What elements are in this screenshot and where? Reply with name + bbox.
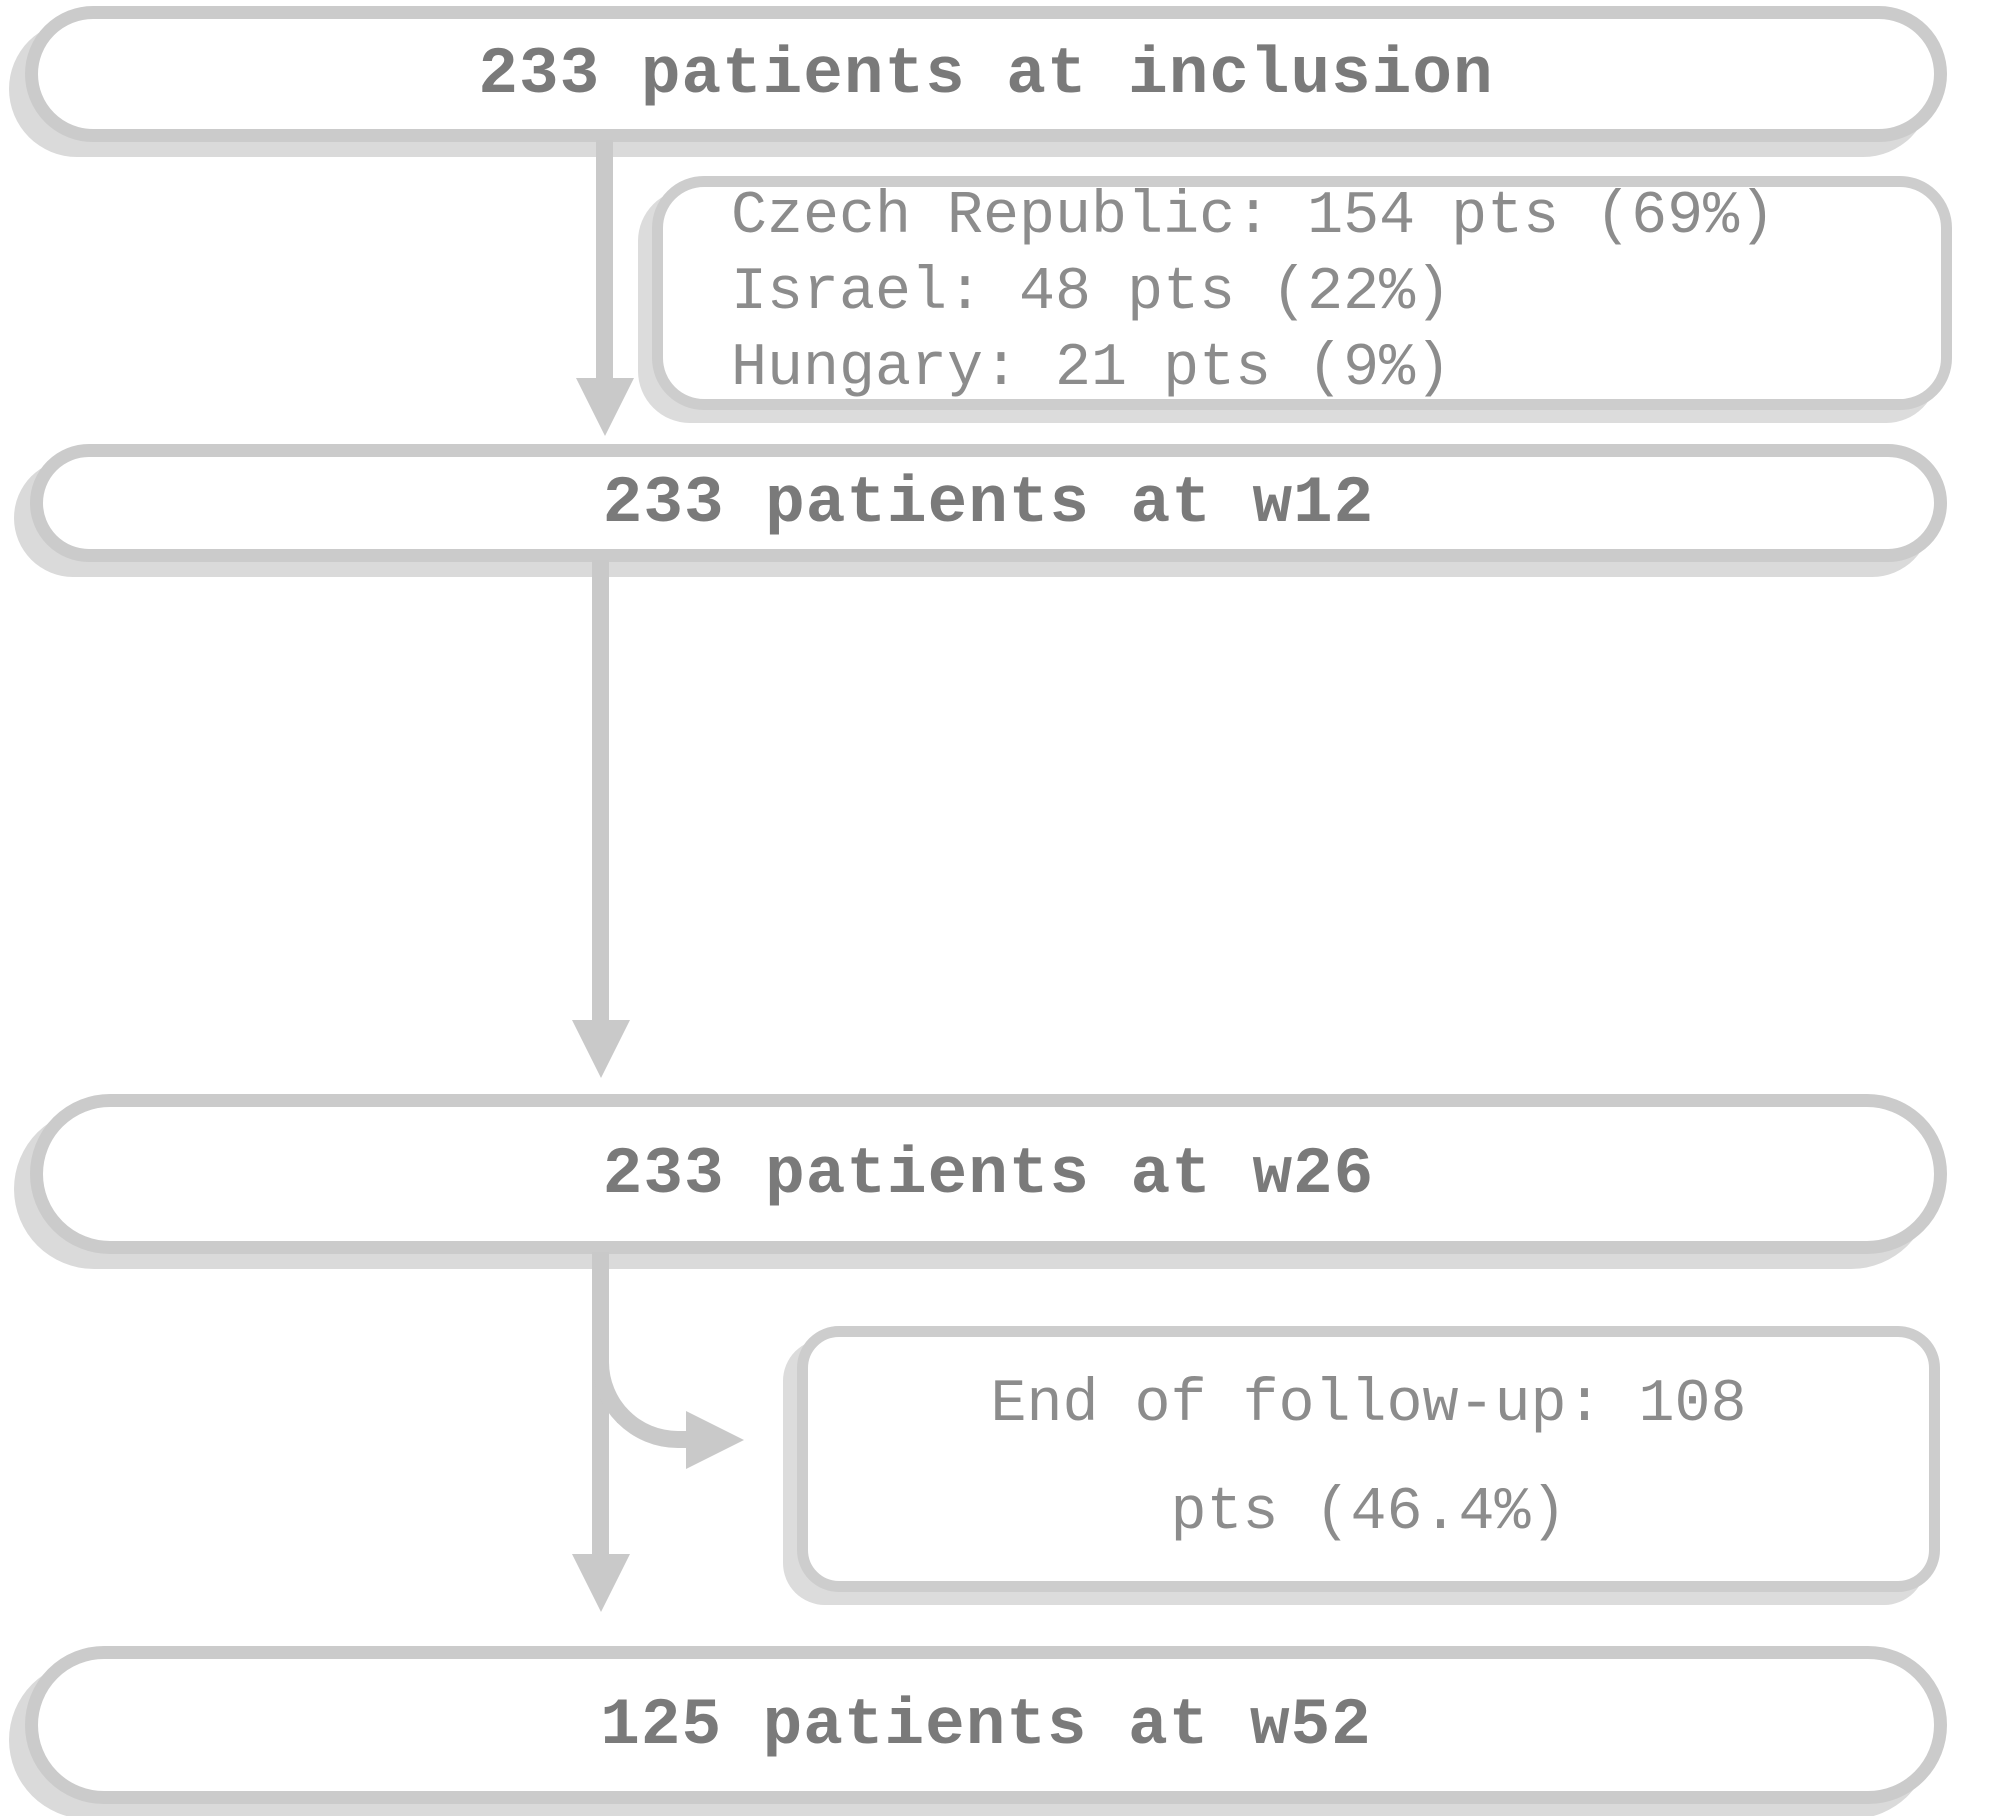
flow-box-inclusion: 233 patients at inclusion	[25, 6, 1947, 142]
flow-box-w26: 233 patients at w26	[30, 1094, 1947, 1254]
arrow-inclusion-to-w12-shaft	[596, 140, 613, 378]
annotation-country-czech: Czech Republic: 154 pts (69%)	[731, 183, 1776, 251]
annotation-box-countries: Czech Republic: 154 pts (69%) Israel: 48…	[652, 176, 1952, 410]
annotation-followup-line2: pts (46.4%)	[1170, 1479, 1567, 1547]
annotation-country-hungary: Hungary: 21 pts (9%)	[731, 335, 1452, 403]
arrow-inclusion-to-w12-head-icon	[576, 378, 634, 436]
flow-box-w12-label: 233 patients at w12	[602, 465, 1375, 541]
annotation-box-followup: End of follow-up: 108 pts (46.4%)	[797, 1326, 1940, 1592]
flow-box-w12: 233 patients at w12	[30, 444, 1947, 562]
annotation-country-israel: Israel: 48 pts (22%)	[731, 259, 1452, 327]
flow-box-w52: 125 patients at w52	[25, 1646, 1947, 1804]
arrow-w12-to-w26-head-icon	[572, 1020, 630, 1078]
arrow-w26-to-w52-head-icon	[572, 1554, 630, 1612]
flow-box-w26-label: 233 patients at w26	[602, 1136, 1375, 1212]
arrow-w26-to-w52-shaft	[592, 1252, 609, 1554]
flow-box-w52-label: 125 patients at w52	[600, 1687, 1372, 1763]
flow-box-inclusion-label: 233 patients at inclusion	[478, 36, 1494, 112]
arrow-w12-to-w26-shaft	[592, 560, 609, 1020]
arrow-branch-head-icon	[686, 1411, 744, 1469]
annotation-followup-line1: End of follow-up: 108	[990, 1371, 1747, 1439]
